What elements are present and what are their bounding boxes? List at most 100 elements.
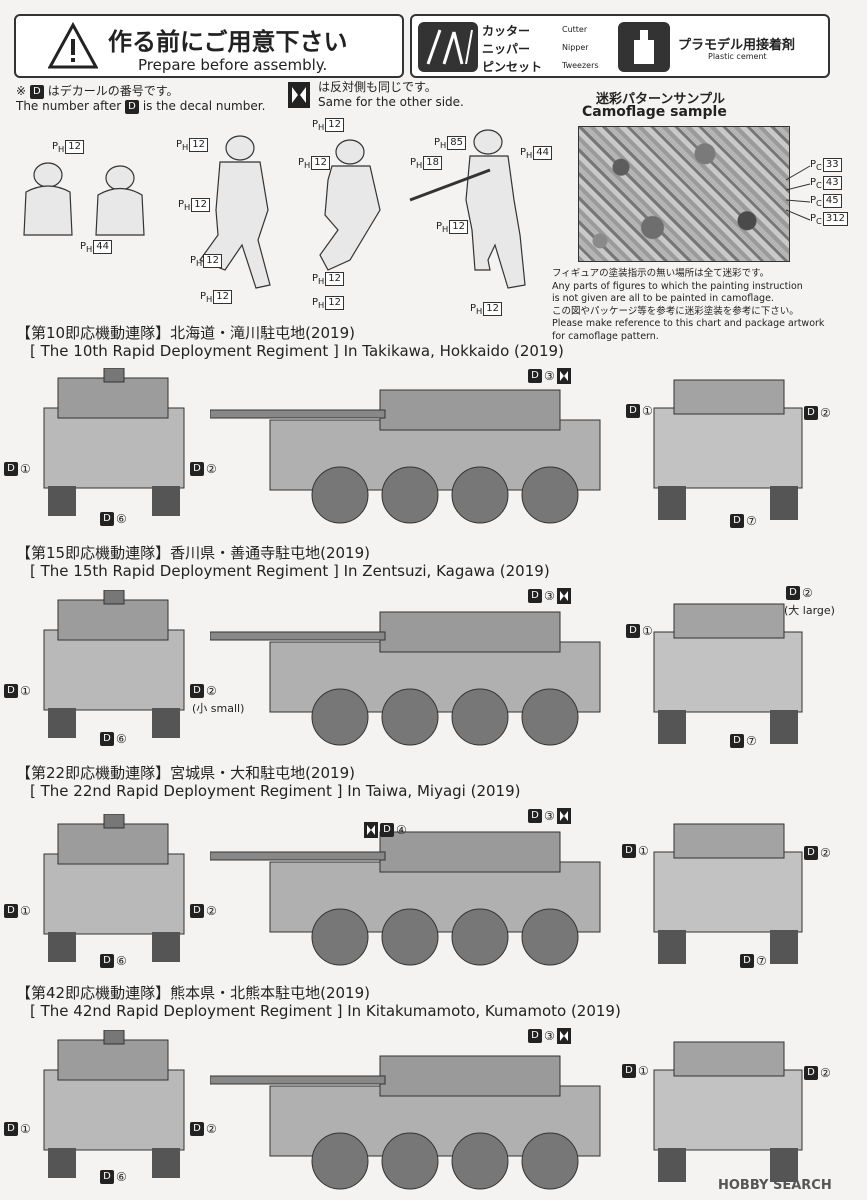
cement-label: プラモデル用接着剤 (678, 38, 796, 53)
decal-badge: D (29, 84, 44, 99)
camo-note-line: Any parts of figures to which the painti… (552, 280, 803, 292)
other-side-note: は反対側も同じです。 Same for the other side. (318, 80, 464, 110)
regiment-1-subtitle: [ The 10th Rapid Deployment Regiment ] I… (30, 342, 564, 360)
vehicle-side-view (210, 831, 601, 966)
decal-size-note: (大 large) (784, 604, 835, 617)
other-side-en: Same for the other side. (318, 95, 464, 109)
mirror-icon (364, 822, 378, 838)
warning-icon (48, 22, 98, 69)
tweezers-label: ピンセット (482, 60, 543, 74)
vehicle-side-view (210, 389, 601, 524)
watermark: HOBBY SEARCH (718, 1178, 832, 1193)
prepare-header-box: 作る前にご用意下さい Prepare before assembly. (14, 14, 404, 78)
camo-note-line: この図やパッケージ等を参考に迷彩塗装を参考に下さい。 (552, 305, 799, 317)
other-side-ja: は反対側も同じです。 (318, 80, 437, 94)
camo-title-en: Camoflage sample (582, 104, 727, 120)
camo-note-line: フィギュアの塗装指示の無い場所は全て迷彩です。 (552, 268, 770, 279)
camo-title-ja: 迷彩パターンサンプル (596, 92, 725, 107)
header-title: 作る前にご用意下さい (108, 28, 348, 56)
decal-size-note: (小 small) (192, 702, 245, 715)
vehicle-front-view (43, 814, 185, 962)
mirror-icon (556, 808, 571, 824)
figures-illustration (23, 129, 526, 289)
decal-note-ja: はデカールの番号です。 (47, 84, 179, 98)
mirror-icon (556, 368, 571, 384)
vehicle-front-view (43, 368, 185, 516)
vehicle-side-view (210, 1055, 601, 1190)
regiment-4-title: 【第42即応機動連隊】熊本県・北熊本駐屯地(2019) (16, 984, 370, 1002)
decal-note-en-pre: The number after (16, 99, 122, 113)
decal-badge-inline: D (125, 99, 139, 114)
tools-box: カッター Cutter ニッパー Nipper ピンセット Tweezers プ… (410, 14, 830, 78)
vehicle-front-view (43, 590, 185, 738)
vehicle-rear-view (653, 379, 803, 520)
nipper-label: ニッパー (482, 42, 531, 56)
camo-note-line: is not given are all to be painted in ca… (552, 293, 774, 304)
regiment-3-title: 【第22即応機動連隊】宮城県・大和駐屯地(2019) (16, 764, 355, 782)
camo-note-line: Please make reference to this chart and … (552, 318, 825, 329)
cutter-label-en: Cutter (562, 25, 588, 34)
cement-label-en: Plastic cement (708, 52, 767, 61)
header-subtitle: Prepare before assembly. (138, 56, 328, 74)
vehicle-rear-view (653, 1041, 803, 1182)
cutter-label: カッター (482, 24, 531, 38)
camo-leader-lines (786, 165, 811, 221)
regiment-1-title: 【第10即応機動連隊】北海道・滝川駐屯地(2019) (16, 324, 355, 342)
tweezers-label-en: Tweezers (562, 61, 599, 70)
regiment-2-title: 【第15即応機動連隊】香川県・善通寺駐屯地(2019) (16, 544, 370, 562)
tools-icon (418, 22, 478, 72)
vehicle-rear-view (653, 603, 803, 744)
mirror-icon (288, 82, 310, 112)
nipper-label-en: Nipper (562, 43, 589, 52)
regiment-2-subtitle: [ The 15th Rapid Deployment Regiment ] I… (30, 562, 550, 580)
decal-note-en-post: is the decal number. (142, 99, 266, 113)
vehicle-rear-view (653, 823, 803, 964)
vehicle-side-view (210, 611, 601, 746)
mirror-icon (556, 1028, 571, 1044)
regiment-4-subtitle: [ The 42nd Rapid Deployment Regiment ] I… (30, 1002, 621, 1020)
camo-sample-swatch (578, 126, 790, 262)
note-mark: ※ (16, 84, 27, 98)
regiment-3-subtitle: [ The 22nd Rapid Deployment Regiment ] I… (30, 782, 521, 800)
